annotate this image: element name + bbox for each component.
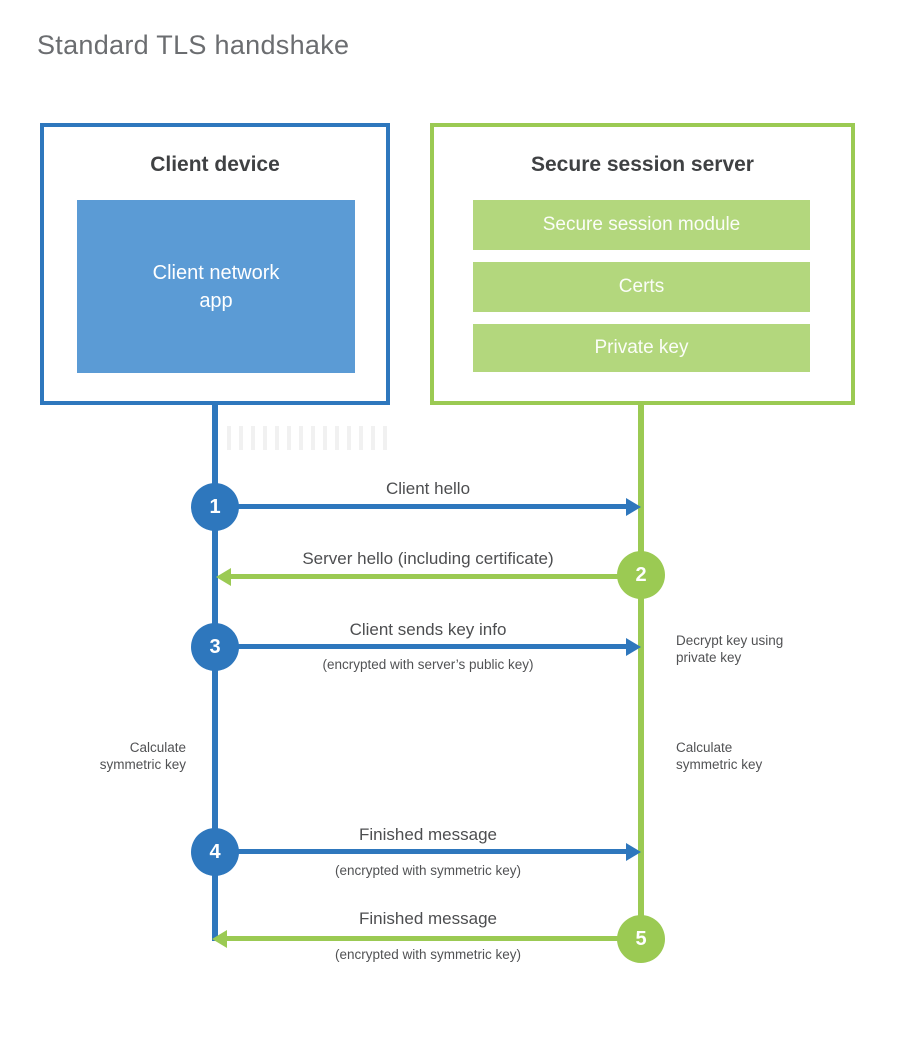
client-device-title: Client device: [150, 153, 280, 176]
step-5-badge: 5: [617, 915, 665, 963]
step-1-arrowhead-right-icon: [626, 498, 641, 516]
step-5-arrowhead-left-icon: [212, 930, 227, 948]
step-1-arrow-line: [235, 504, 627, 509]
step-3-sublabel: (encrypted with server’s public key): [322, 657, 534, 672]
step-2-arrow-line: [230, 574, 618, 579]
server-module-private-key: Private key: [473, 324, 810, 372]
step-2-badge: 2: [617, 551, 665, 599]
step-3-badge: 3: [191, 623, 239, 671]
step-1-label: Client hello: [385, 479, 471, 498]
step-5-arrow-line: [226, 936, 618, 941]
client-device-box: Client device Client network app: [40, 123, 390, 405]
page-title: Standard TLS handshake: [37, 30, 350, 60]
faint-watermark: [227, 426, 387, 450]
note-calculate-symmetric-key-client: Calculate symmetric key: [99, 740, 186, 772]
note-calculate-symmetric-key-server: Calculate symmetric key: [676, 740, 763, 772]
step-4-sublabel: (encrypted with symmetric key): [334, 863, 522, 878]
server-module-certs: Certs: [473, 262, 810, 312]
server-module-secure-session: Secure session module: [473, 200, 810, 250]
note-decrypt-key: Decrypt key using private key: [676, 633, 784, 665]
step-4-badge: 4: [191, 828, 239, 876]
server-lifeline: [638, 405, 644, 941]
step-3-arrowhead-right-icon: [626, 638, 641, 656]
step-3-arrow-line: [235, 644, 627, 649]
step-5-label: Finished message: [359, 909, 497, 928]
client-network-app-box: Client network app: [77, 200, 355, 373]
server-title: Secure session server: [531, 153, 754, 176]
step-5-sublabel: (encrypted with symmetric key): [334, 947, 522, 962]
step-4-arrowhead-right-icon: [626, 843, 641, 861]
step-1-badge: 1: [191, 483, 239, 531]
step-4-arrow-line: [235, 849, 627, 854]
client-lifeline: [212, 405, 218, 941]
secure-session-server-box: Secure session server Secure session mod…: [430, 123, 855, 405]
step-3-label: Client sends key info: [349, 620, 507, 639]
step-2-arrowhead-left-icon: [216, 568, 231, 586]
step-4-label: Finished message: [359, 825, 497, 844]
step-2-label: Server hello (including certificate): [302, 549, 554, 568]
